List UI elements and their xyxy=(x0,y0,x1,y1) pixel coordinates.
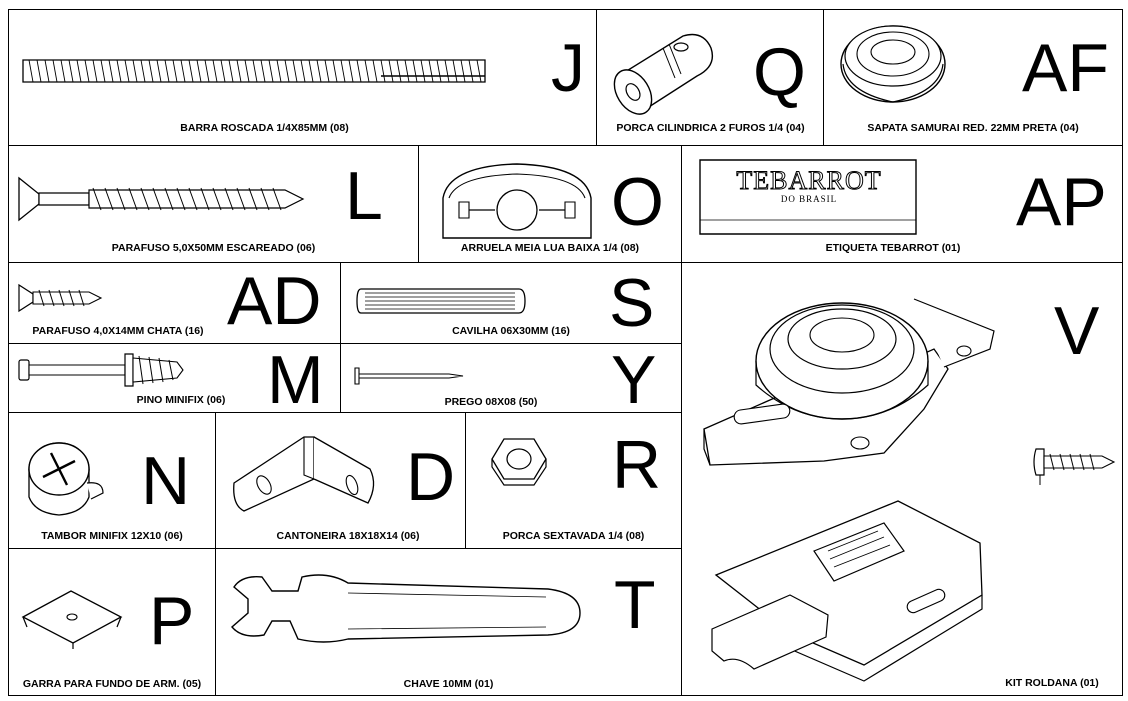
part-cell-p: P GARRA PARA FUNDO DE ARM. (05) xyxy=(8,548,216,696)
part-cell-l: L PARAFUSO 5,0X50MM ESCAREADO (06) xyxy=(8,145,419,263)
part-code: J xyxy=(551,30,585,106)
part-cell-j: J BARRA ROSCADA 1/4X85MM (08) xyxy=(8,9,597,146)
part-caption: ETIQUETA TEBARROT (01) xyxy=(825,242,961,254)
part-caption: PINO MINIFIX (06) xyxy=(136,394,226,406)
part-code: N xyxy=(141,443,191,519)
roller-screw-icon xyxy=(1032,445,1116,479)
part-cell-t: T CHAVE 10MM (01) xyxy=(215,548,682,696)
hex-nut-icon xyxy=(490,435,548,487)
part-code: L xyxy=(345,158,383,234)
part-code: V xyxy=(1054,293,1100,369)
label-brand-text: TEBARROT xyxy=(736,166,882,196)
part-code: M xyxy=(267,342,324,418)
round-foot-pad-icon xyxy=(838,20,948,112)
part-cell-ap: TEBARROT DO BRASIL AP ETIQUETA TEBARROT … xyxy=(681,145,1123,263)
part-code: AD xyxy=(227,263,322,339)
part-code: T xyxy=(614,567,656,643)
part-caption: CAVILHA 06X30MM (16) xyxy=(452,325,570,337)
part-cell-s: S CAVILHA 06X30MM (16) xyxy=(340,262,682,344)
minifix-pin-icon xyxy=(17,350,187,390)
part-cell-q: Q PORCA CILINDRICA 2 FUROS 1/4 (04) xyxy=(596,9,825,146)
part-code: O xyxy=(611,164,664,240)
part-code: P xyxy=(149,583,195,659)
part-code: R xyxy=(612,427,662,503)
part-caption: PARAFUSO 5,0X50MM ESCAREADO (06) xyxy=(111,242,316,254)
wood-dowel-icon xyxy=(355,287,527,315)
part-caption: PORCA CILINDRICA 2 FUROS 1/4 (04) xyxy=(616,122,805,134)
part-cell-y: Y PREGO 08X08 (50) xyxy=(340,342,682,418)
part-caption: PARAFUSO 4,0X14MM CHATA (16) xyxy=(32,325,204,337)
roller-kit-icon xyxy=(694,289,1024,681)
part-caption: PORCA SEXTAVADA 1/4 (08) xyxy=(502,530,645,542)
nail-icon xyxy=(353,366,465,386)
part-cell-r: R PORCA SEXTAVADA 1/4 (08) xyxy=(465,412,682,549)
part-code: AF xyxy=(1022,30,1109,106)
label-sub-text: DO BRASIL xyxy=(780,194,838,204)
part-code: D xyxy=(406,439,456,515)
flat-head-screw-icon xyxy=(17,283,103,313)
minifix-cam-icon xyxy=(21,439,107,517)
half-moon-washer-icon xyxy=(439,158,595,242)
part-cell-af: AF SAPATA SAMURAI RED. 22MM PRETA (04) xyxy=(823,9,1123,146)
part-caption: KIT ROLDANA (01) xyxy=(1005,677,1099,689)
back-panel-clip-icon xyxy=(19,587,125,649)
part-caption: CANTONEIRA 18X18X14 (06) xyxy=(276,530,420,542)
part-cell-m: M PINO MINIFIX (06) xyxy=(8,342,341,418)
part-caption: TAMBOR MINIFIX 12X10 (06) xyxy=(41,530,183,542)
part-code: S xyxy=(609,265,655,341)
part-caption: CHAVE 10MM (01) xyxy=(403,678,494,690)
part-caption: SAPATA SAMURAI RED. 22MM PRETA (04) xyxy=(867,122,1079,134)
part-code: Y xyxy=(611,342,657,418)
part-code: AP xyxy=(1016,164,1107,240)
part-caption: PREGO 08X08 (50) xyxy=(444,396,538,408)
part-cell-ad: AD PARAFUSO 4,0X14MM CHATA (16) xyxy=(8,262,341,344)
angle-bracket-icon xyxy=(230,423,380,513)
part-caption: ARRUELA MEIA LUA BAIXA 1/4 (08) xyxy=(460,242,640,254)
threaded-rod-icon xyxy=(21,54,491,88)
countersunk-screw-icon xyxy=(17,176,307,222)
wrench-icon xyxy=(228,569,582,645)
part-code: Q xyxy=(753,34,806,110)
cylinder-nut-icon xyxy=(607,22,727,122)
part-caption: BARRA ROSCADA 1/4X85MM (08) xyxy=(180,122,349,134)
part-caption: GARRA PARA FUNDO DE ARM. (05) xyxy=(22,678,202,690)
part-cell-v: V KIT ROLDANA (01) xyxy=(681,262,1123,696)
part-cell-n: N TAMBOR MINIFIX 12X10 (06) xyxy=(8,412,216,549)
part-cell-o: O ARRUELA MEIA LUA BAIXA 1/4 (08) xyxy=(418,145,682,263)
label-tag-icon xyxy=(698,158,920,238)
part-cell-d: D CANTONEIRA 18X18X14 (06) xyxy=(215,412,466,549)
